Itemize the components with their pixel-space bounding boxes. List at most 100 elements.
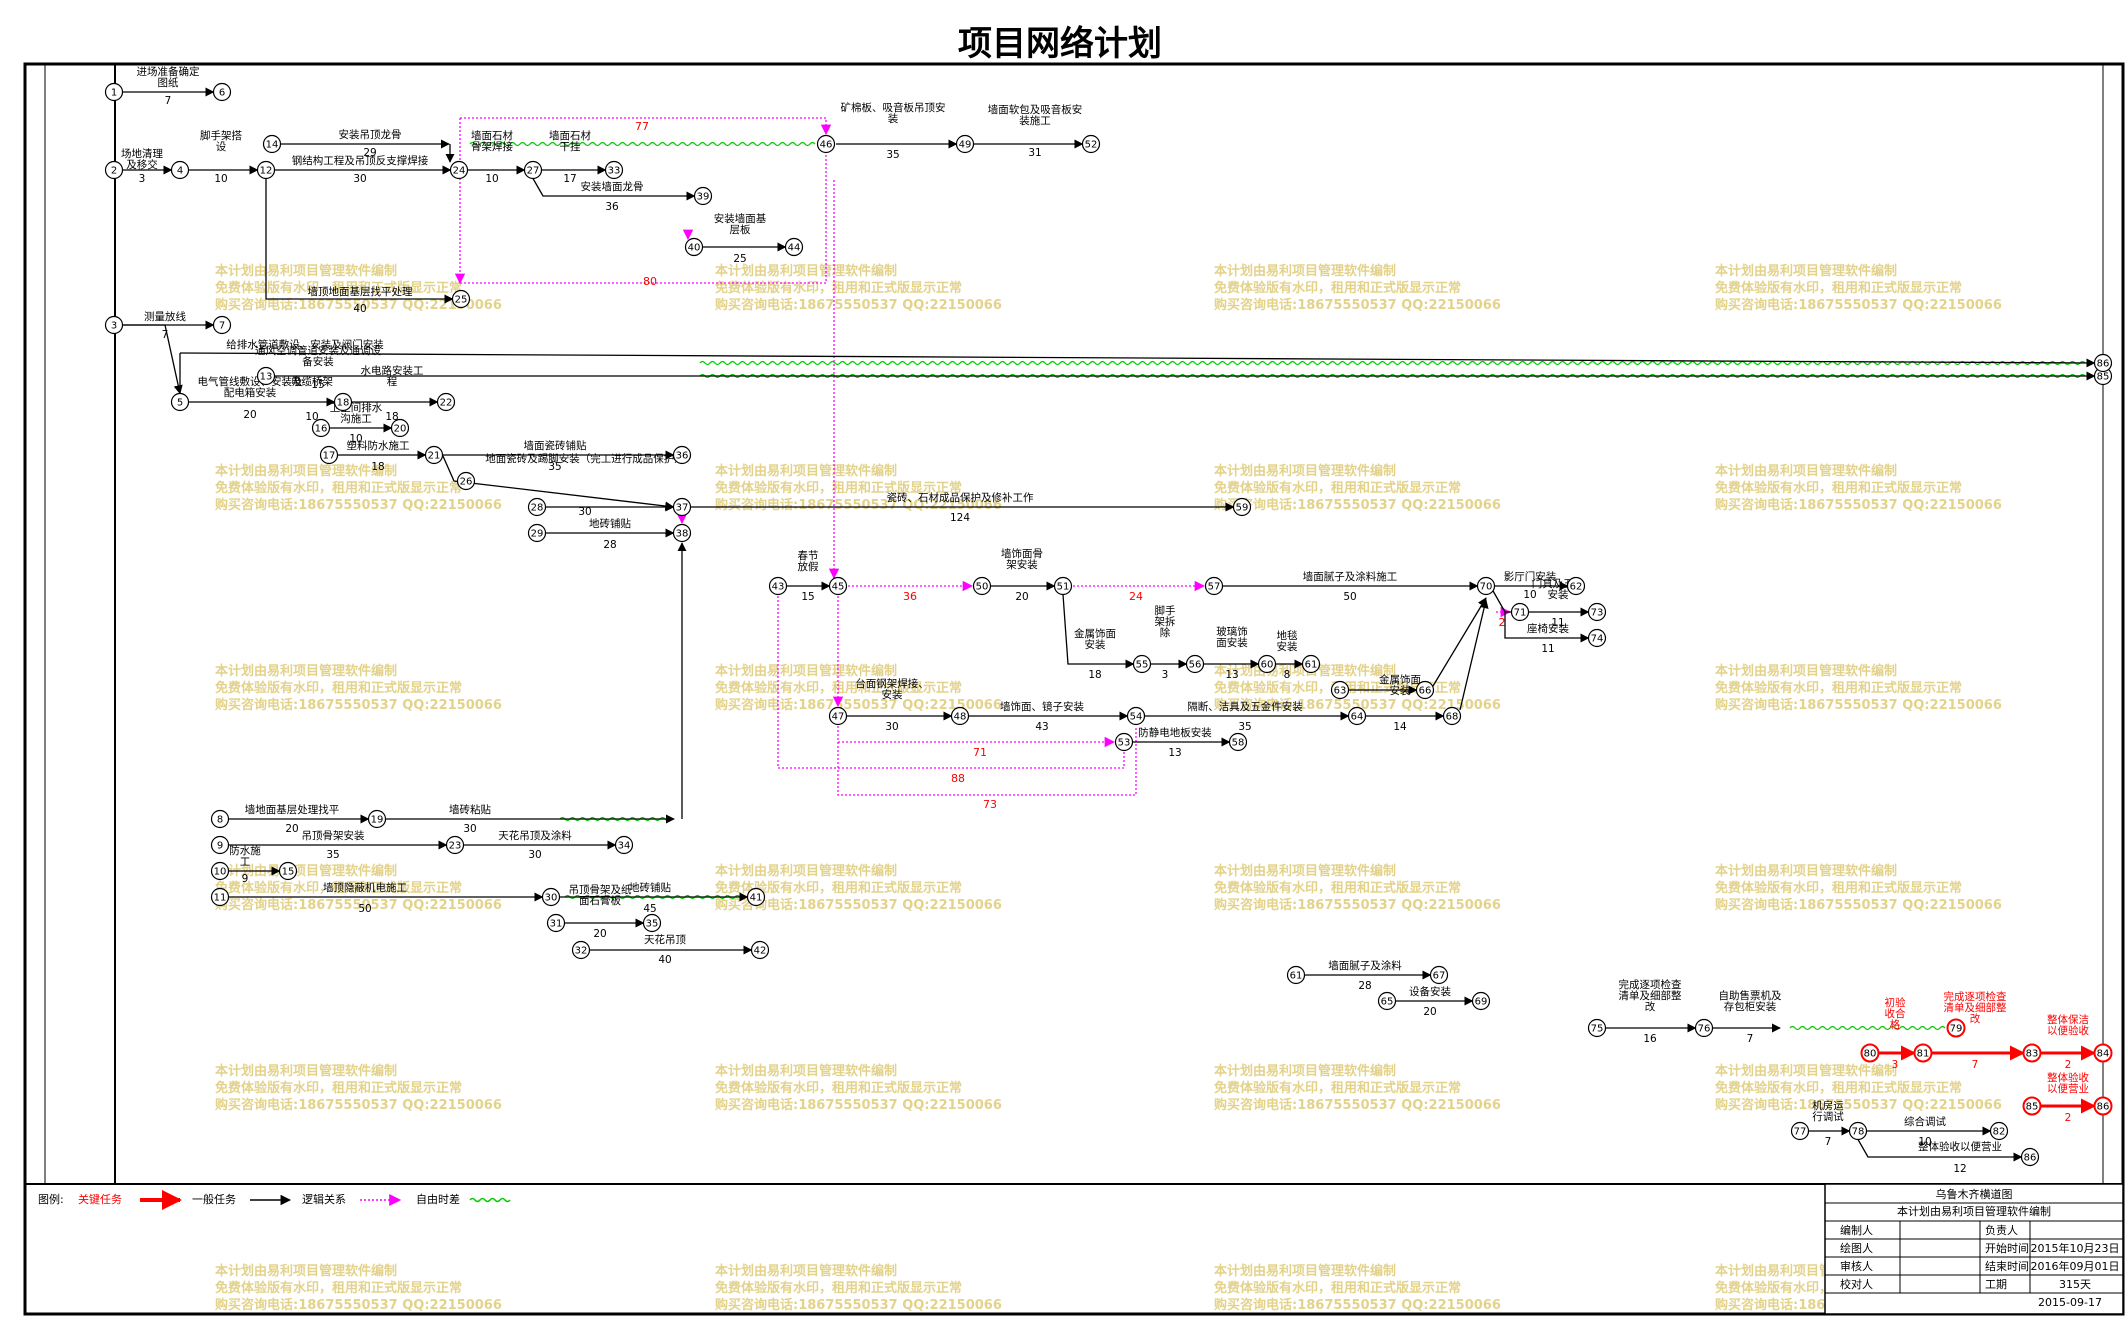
event-node-number: 40 <box>688 243 701 254</box>
event-node-number: 59 <box>1236 503 1249 514</box>
activity-duration: 10 <box>305 411 318 423</box>
event-node-circle <box>523 160 543 180</box>
activity-name: 墙顶地面基层找平处理 <box>308 285 413 298</box>
activity-duration: 7 <box>162 329 169 341</box>
activity-name: 骨架焊接 <box>471 140 513 153</box>
activity-duration: 7 <box>1747 1033 1754 1045</box>
event-node-number: 31 <box>550 919 563 930</box>
activity-name: 图纸 <box>158 76 179 89</box>
event-node: 40 <box>684 237 704 257</box>
event-node-number: 46 <box>820 140 833 151</box>
activity-duration: 29 <box>363 147 376 159</box>
watermark-text: 免费体验版有水印，租用和正式版显示正常 <box>215 880 462 896</box>
watermark-text: 免费体验版有水印，租用和正式版显示正常 <box>715 480 962 496</box>
activity-duration: 20 <box>1015 591 1028 603</box>
watermark-text: 免费体验版有水印，租用和正式版显示正常 <box>1214 1080 1461 1096</box>
event-node-circle <box>1415 680 1435 700</box>
event-node-circle <box>1694 1018 1714 1038</box>
activity-duration: 43 <box>1035 721 1048 733</box>
activity-name: 天花吊顶 <box>644 933 686 946</box>
event-node-circle <box>451 289 471 309</box>
event-node-circle <box>972 576 992 596</box>
event-node-circle <box>955 134 975 154</box>
activity-line <box>1062 594 1135 669</box>
event-node: 86 <box>2093 1096 2113 1116</box>
activity-line <box>179 352 2096 368</box>
activity-line <box>1857 1139 2023 1162</box>
event-node-circle <box>1587 602 1607 622</box>
event-node-number: 25 <box>455 295 468 306</box>
activity-line <box>122 324 183 395</box>
event-node-circle <box>210 861 230 881</box>
event-node-circle <box>2020 1147 2040 1167</box>
watermark-text: 本计划由易利项目管理软件编制 <box>1715 863 1897 879</box>
event-node: 12 <box>256 160 276 180</box>
event-node: 29 <box>527 523 547 543</box>
event-node-number: 4 <box>177 166 183 177</box>
activity-duration: 28 <box>1358 980 1371 992</box>
event-node-circle <box>1587 628 1607 648</box>
activity-line <box>532 178 696 201</box>
activity-duration: 35 <box>1238 721 1251 733</box>
watermark-text: 本计划由易利项目管理软件编制 <box>1715 463 1897 479</box>
event-node: 78 <box>1848 1121 1868 1141</box>
watermark-text: 本计划由易利项目管理软件编制 <box>215 663 397 679</box>
event-node: 5 <box>170 392 190 412</box>
activity-duration: 10 <box>214 173 227 185</box>
event-node: 22 <box>436 392 456 412</box>
info-label: 审核人 <box>1840 1259 1873 1273</box>
activity-name: 测量放线 <box>144 310 186 323</box>
event-node-number: 18 <box>337 398 350 409</box>
activity-duration: 35 <box>326 849 339 861</box>
event-node-circle <box>672 523 692 543</box>
event-node-number: 13 <box>260 372 273 383</box>
event-node-circle <box>746 887 766 907</box>
event-node-circle <box>693 186 713 206</box>
activity-name: 程 <box>387 376 398 388</box>
info-label: 开始时间 <box>1985 1241 2029 1255</box>
activity-duration: 30 <box>528 849 541 861</box>
watermark-text: 本计划由易利项目管理软件编制 <box>1715 263 1897 279</box>
event-node: 28 <box>527 497 547 517</box>
event-node: 42 <box>750 940 770 960</box>
activity-duration: 124 <box>950 512 970 524</box>
event-node: 20 <box>390 418 410 438</box>
event-node-number: 58 <box>1232 738 1245 749</box>
event-node: 1 <box>104 82 124 102</box>
event-node: 17 <box>319 445 339 465</box>
event-node-circle <box>262 134 282 154</box>
activity-duration: 17 <box>563 173 576 185</box>
event-node-circle <box>1848 1121 1868 1141</box>
event-nodes: 1234567891011121314151617181920212223242… <box>104 82 2113 1167</box>
event-node: 57 <box>1204 576 1224 596</box>
activity-duration: 30 <box>578 506 591 518</box>
activity-name: 墙顶隐蔽机电施工 <box>323 881 407 894</box>
legend-float-label: 自由时差 <box>416 1192 460 1206</box>
watermark-text: 购买咨询电话:18675550537 QQ:22150066 <box>215 1097 502 1113</box>
event-node-circle <box>604 160 624 180</box>
activity-name: 电气管线敷设、安装及 <box>198 375 303 388</box>
event-node-number: 23 <box>449 841 462 852</box>
watermark-text: 购买咨询电话:18675550537 QQ:22150066 <box>215 897 502 913</box>
event-node-number: 28 <box>531 503 544 514</box>
activity-name: 设备安装 <box>1409 985 1451 998</box>
watermark-text: 购买咨询电话:18675550537 QQ:22150066 <box>1715 1097 2002 1113</box>
event-node-number: 27 <box>527 166 540 177</box>
info-value: 2015年10月23日 <box>2031 1241 2120 1255</box>
info-project: 乌鲁木齐横道图 <box>1936 1187 2013 1201</box>
activity-duration: 28 <box>603 539 616 551</box>
event-node-number: 81 <box>1917 1049 1930 1060</box>
legend-critical-label: 关键任务 <box>78 1192 122 1206</box>
watermark-text: 免费体验版有水印，租用和正式版显示正常 <box>1715 680 1962 696</box>
event-node-number: 30 <box>545 893 558 904</box>
event-node-circle <box>2093 1043 2113 1063</box>
activity-name: 完成逐项检查 <box>1619 978 1682 991</box>
activity-name: 安装 <box>1085 638 1107 651</box>
event-node-circle <box>541 887 561 907</box>
event-node-number: 80 <box>1864 1049 1877 1060</box>
event-node: 47 <box>828 706 848 726</box>
activity-name: 墙饰面骨 <box>1001 547 1043 560</box>
event-node-circle <box>672 445 692 465</box>
